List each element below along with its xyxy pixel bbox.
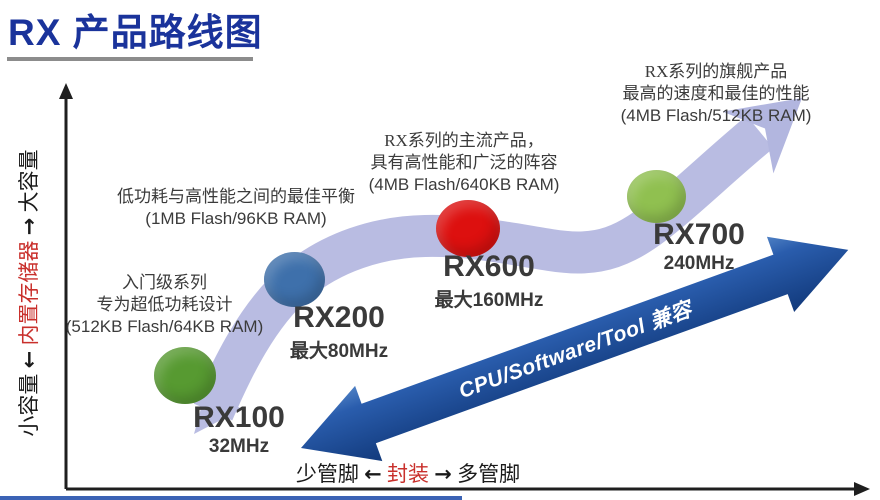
rx100-speed: 32MHz bbox=[208, 436, 270, 457]
rx700-annotation: RX系列的旗舰产品 最高的速度和最佳的性能 (4MB Flash/512KB R… bbox=[608, 61, 824, 127]
compatibility-arrow bbox=[301, 236, 849, 462]
title-underline bbox=[7, 57, 253, 61]
rx700-label-group: RX700 240MHz bbox=[634, 220, 764, 275]
rx600-desc-line1: RX系列的主流产品， bbox=[384, 131, 544, 150]
rx100-circle bbox=[154, 347, 216, 404]
page-title: RX 产品路线图 bbox=[8, 12, 263, 53]
rx700-speed: 240MHz bbox=[663, 253, 735, 274]
rx200-memory-spec: (1MB Flash/96KB RAM) bbox=[145, 209, 327, 228]
rx700-desc-line2: 最高的速度和最佳的性能 bbox=[622, 84, 810, 103]
rx700-memory-spec: (4MB Flash/512KB RAM) bbox=[620, 106, 812, 125]
y-axis-low-label: 小容量 bbox=[17, 373, 41, 437]
rx600-speed: 最大160MHz bbox=[434, 290, 544, 311]
rx100-memory-spec: (512KB Flash/64KB RAM) bbox=[65, 317, 264, 336]
rx600-memory-spec: (4MB Flash/640KB RAM) bbox=[368, 175, 560, 194]
x-axis-left-arrow-icon: ← bbox=[364, 462, 382, 486]
rx200-speed: 最大80MHz bbox=[289, 341, 389, 362]
rx600-name: RX600 bbox=[443, 250, 535, 283]
rx200-circle bbox=[264, 252, 325, 307]
rx600-circle bbox=[436, 200, 500, 257]
y-axis-right-arrow-icon: → bbox=[17, 217, 41, 236]
rx100-desc-line1: 入门级系列 bbox=[122, 273, 207, 292]
rx600-label-group: RX600 最大160MHz bbox=[426, 252, 552, 312]
footer-accent-bar bbox=[0, 496, 462, 500]
rx700-desc-line1: RX系列的旗舰产品 bbox=[644, 62, 788, 81]
y-axis-title: 内置存储器 bbox=[17, 240, 41, 346]
y-axis-arrowhead-icon bbox=[59, 83, 73, 99]
rx600-desc-line2: 具有高性能和广泛的阵容 bbox=[370, 153, 558, 172]
rx200-label-group: RX200 最大80MHz bbox=[278, 303, 400, 363]
rx600-annotation: RX系列的主流产品， 具有高性能和广泛的阵容 (4MB Flash/640KB … bbox=[350, 130, 578, 196]
x-axis-right-arrow-icon: → bbox=[434, 462, 452, 486]
rx100-name: RX100 bbox=[193, 401, 285, 434]
x-axis-high-label: 多管脚 bbox=[457, 462, 521, 486]
rx100-desc-line2: 专为超低功耗设计 bbox=[96, 295, 233, 314]
x-axis-low-label: 少管脚 bbox=[295, 462, 359, 486]
y-axis-high-label: 大容量 bbox=[17, 149, 41, 213]
y-axis-label: 小容量 ← 内置存储器 → 大容量 bbox=[13, 149, 43, 436]
x-axis-title: 封装 bbox=[387, 462, 429, 486]
rx200-name: RX200 bbox=[293, 301, 385, 334]
rx200-desc-line1: 低功耗与高性能之间的最佳平衡 bbox=[117, 187, 355, 206]
x-axis-label: 少管脚 ← 封装 → 多管脚 bbox=[296, 458, 520, 488]
y-axis-left-arrow-icon: ← bbox=[17, 350, 41, 369]
rx100-annotation: 入门级系列 专为超低功耗设计 (512KB Flash/64KB RAM) bbox=[62, 272, 267, 338]
rx700-circle bbox=[627, 170, 686, 223]
x-axis-arrowhead-icon bbox=[854, 482, 870, 496]
rx700-name: RX700 bbox=[653, 218, 745, 251]
rx200-annotation: 低功耗与高性能之间的最佳平衡 (1MB Flash/96KB RAM) bbox=[105, 186, 367, 230]
roadmap-ribbon-arrowhead-icon bbox=[722, 98, 802, 174]
rx100-label-group: RX100 32MHz bbox=[178, 403, 300, 458]
